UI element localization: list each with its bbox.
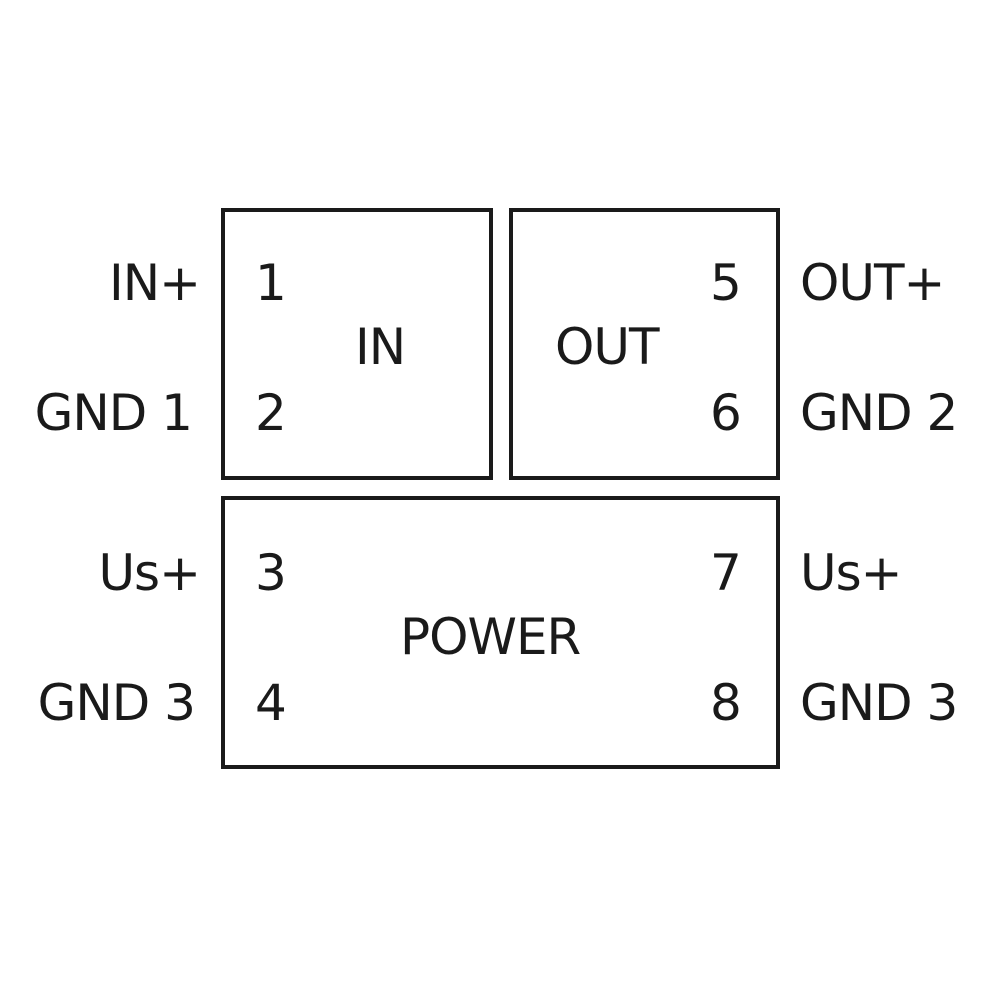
signal-label-us-plus-left: Us+ <box>98 544 201 602</box>
out-module-title: OUT <box>555 318 659 376</box>
signal-label-in-plus: IN+ <box>108 254 201 312</box>
in-module-title: IN <box>355 318 406 376</box>
signal-label-out-plus: OUT+ <box>800 254 945 312</box>
pin-number-7: 7 <box>710 544 742 602</box>
signal-label-gnd-3-left: GND 3 <box>37 674 196 732</box>
pin-number-2: 2 <box>255 384 287 442</box>
signal-label-gnd-3-right: GND 3 <box>800 674 958 732</box>
pin-number-3: 3 <box>255 544 287 602</box>
signal-label-gnd-2: GND 2 <box>800 384 958 442</box>
pin-number-8: 8 <box>710 674 742 732</box>
pin-number-6: 6 <box>710 384 742 442</box>
power-module-box <box>221 496 780 769</box>
power-module-title: POWER <box>400 608 581 666</box>
signal-label-us-plus-right: Us+ <box>800 544 903 602</box>
out-module-box <box>509 208 780 480</box>
pin-number-1: 1 <box>255 254 287 312</box>
in-module-box <box>221 208 493 480</box>
pin-number-4: 4 <box>255 674 287 732</box>
pin-number-5: 5 <box>710 254 742 312</box>
signal-label-gnd-1: GND 1 <box>34 384 193 442</box>
